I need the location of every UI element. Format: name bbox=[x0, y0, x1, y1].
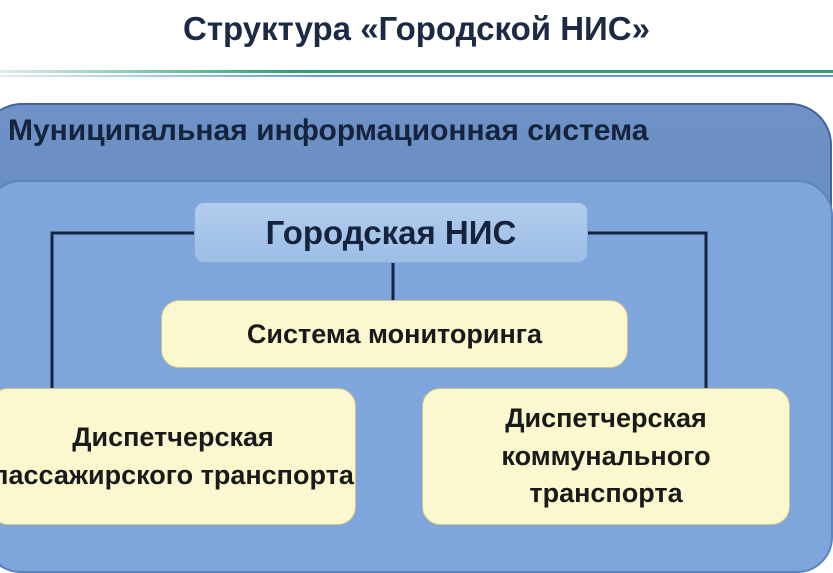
municipal-system-label: Муниципальная информационная система bbox=[8, 114, 649, 147]
divider-green-line bbox=[0, 70, 833, 73]
passenger-transport-dispatch-box: Диспетчерская пассажирского транспорта bbox=[0, 388, 356, 525]
passenger-transport-dispatch-label: Диспетчерская пассажирского транспорта bbox=[0, 421, 354, 490]
title-divider bbox=[0, 70, 833, 80]
municipal-transport-dispatch-label: Диспетчерская коммунального транспорта bbox=[501, 402, 711, 509]
city-nis-box: Городская НИС bbox=[194, 202, 588, 263]
monitoring-system-box: Система мониторинга bbox=[161, 300, 628, 368]
municipal-transport-dispatch-box: Диспетчерская коммунального транспорта bbox=[422, 388, 790, 525]
connector-nis-to-right-dispatch bbox=[588, 231, 708, 390]
connector-nis-to-left-dispatch bbox=[50, 231, 194, 390]
divider-blue-line bbox=[0, 75, 833, 77]
connector-lines bbox=[50, 231, 708, 390]
slide-title: Структура «Городской НИС» bbox=[183, 10, 650, 47]
